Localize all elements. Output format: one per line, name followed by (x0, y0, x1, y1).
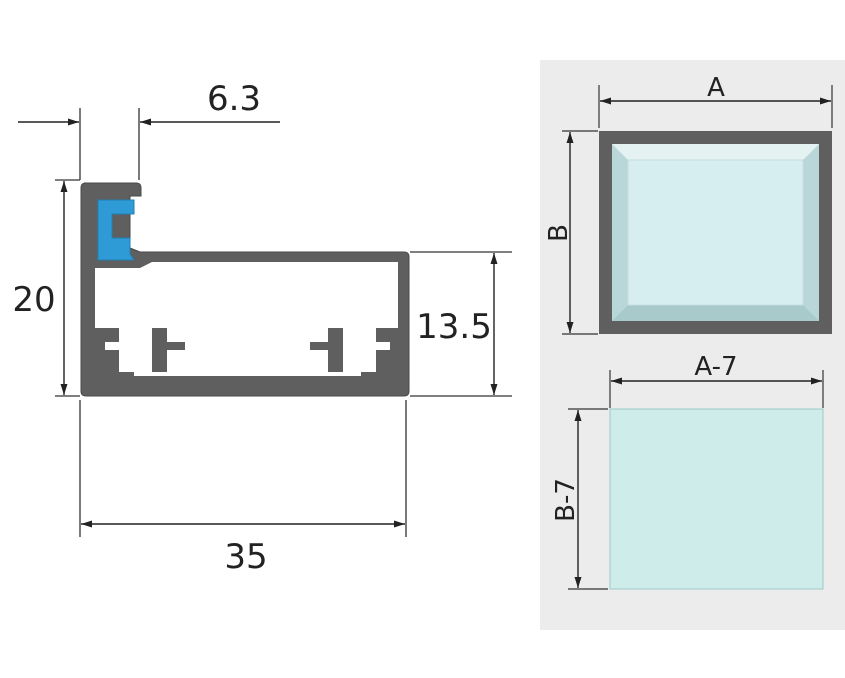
dim-label-glass-width: A-7 (694, 352, 737, 382)
glass-sheet-view: A-7 B-7 (551, 352, 824, 590)
glass-dimension-lines (574, 377, 822, 588)
glass-pane (627, 159, 804, 306)
frame-front-view: A B (544, 73, 833, 335)
dim-label-glass-height: B-7 (551, 478, 581, 522)
profile-inner-chamber (95, 262, 398, 386)
frame-dimension-lines (566, 97, 831, 333)
profile-dimension-lines (18, 118, 498, 528)
dim-label-overall-width: 35 (224, 537, 267, 577)
dim-label-frame-width: A (707, 73, 725, 103)
dim-label-frame-height: B (544, 224, 574, 242)
glass-bevel-bottom (612, 305, 819, 321)
dim-label-lip-width: 6.3 (207, 79, 261, 119)
dim-label-body-height: 13.5 (416, 307, 492, 347)
glazing-gasket (97, 199, 135, 261)
glass-bevel-top (612, 144, 819, 160)
profile-channel-ribs (95, 328, 185, 386)
profile-channel-ribs-right (310, 328, 398, 386)
dim-label-overall-height: 20 (12, 280, 55, 320)
profile-cross-section: 6.3 20 13.5 35 (12, 79, 512, 577)
profile-extension-lines (55, 108, 512, 537)
frame-extension-lines (562, 85, 833, 335)
glass-extension-lines (568, 370, 824, 590)
profile-bottom-wall (95, 376, 398, 386)
glass-sheet (609, 408, 824, 590)
